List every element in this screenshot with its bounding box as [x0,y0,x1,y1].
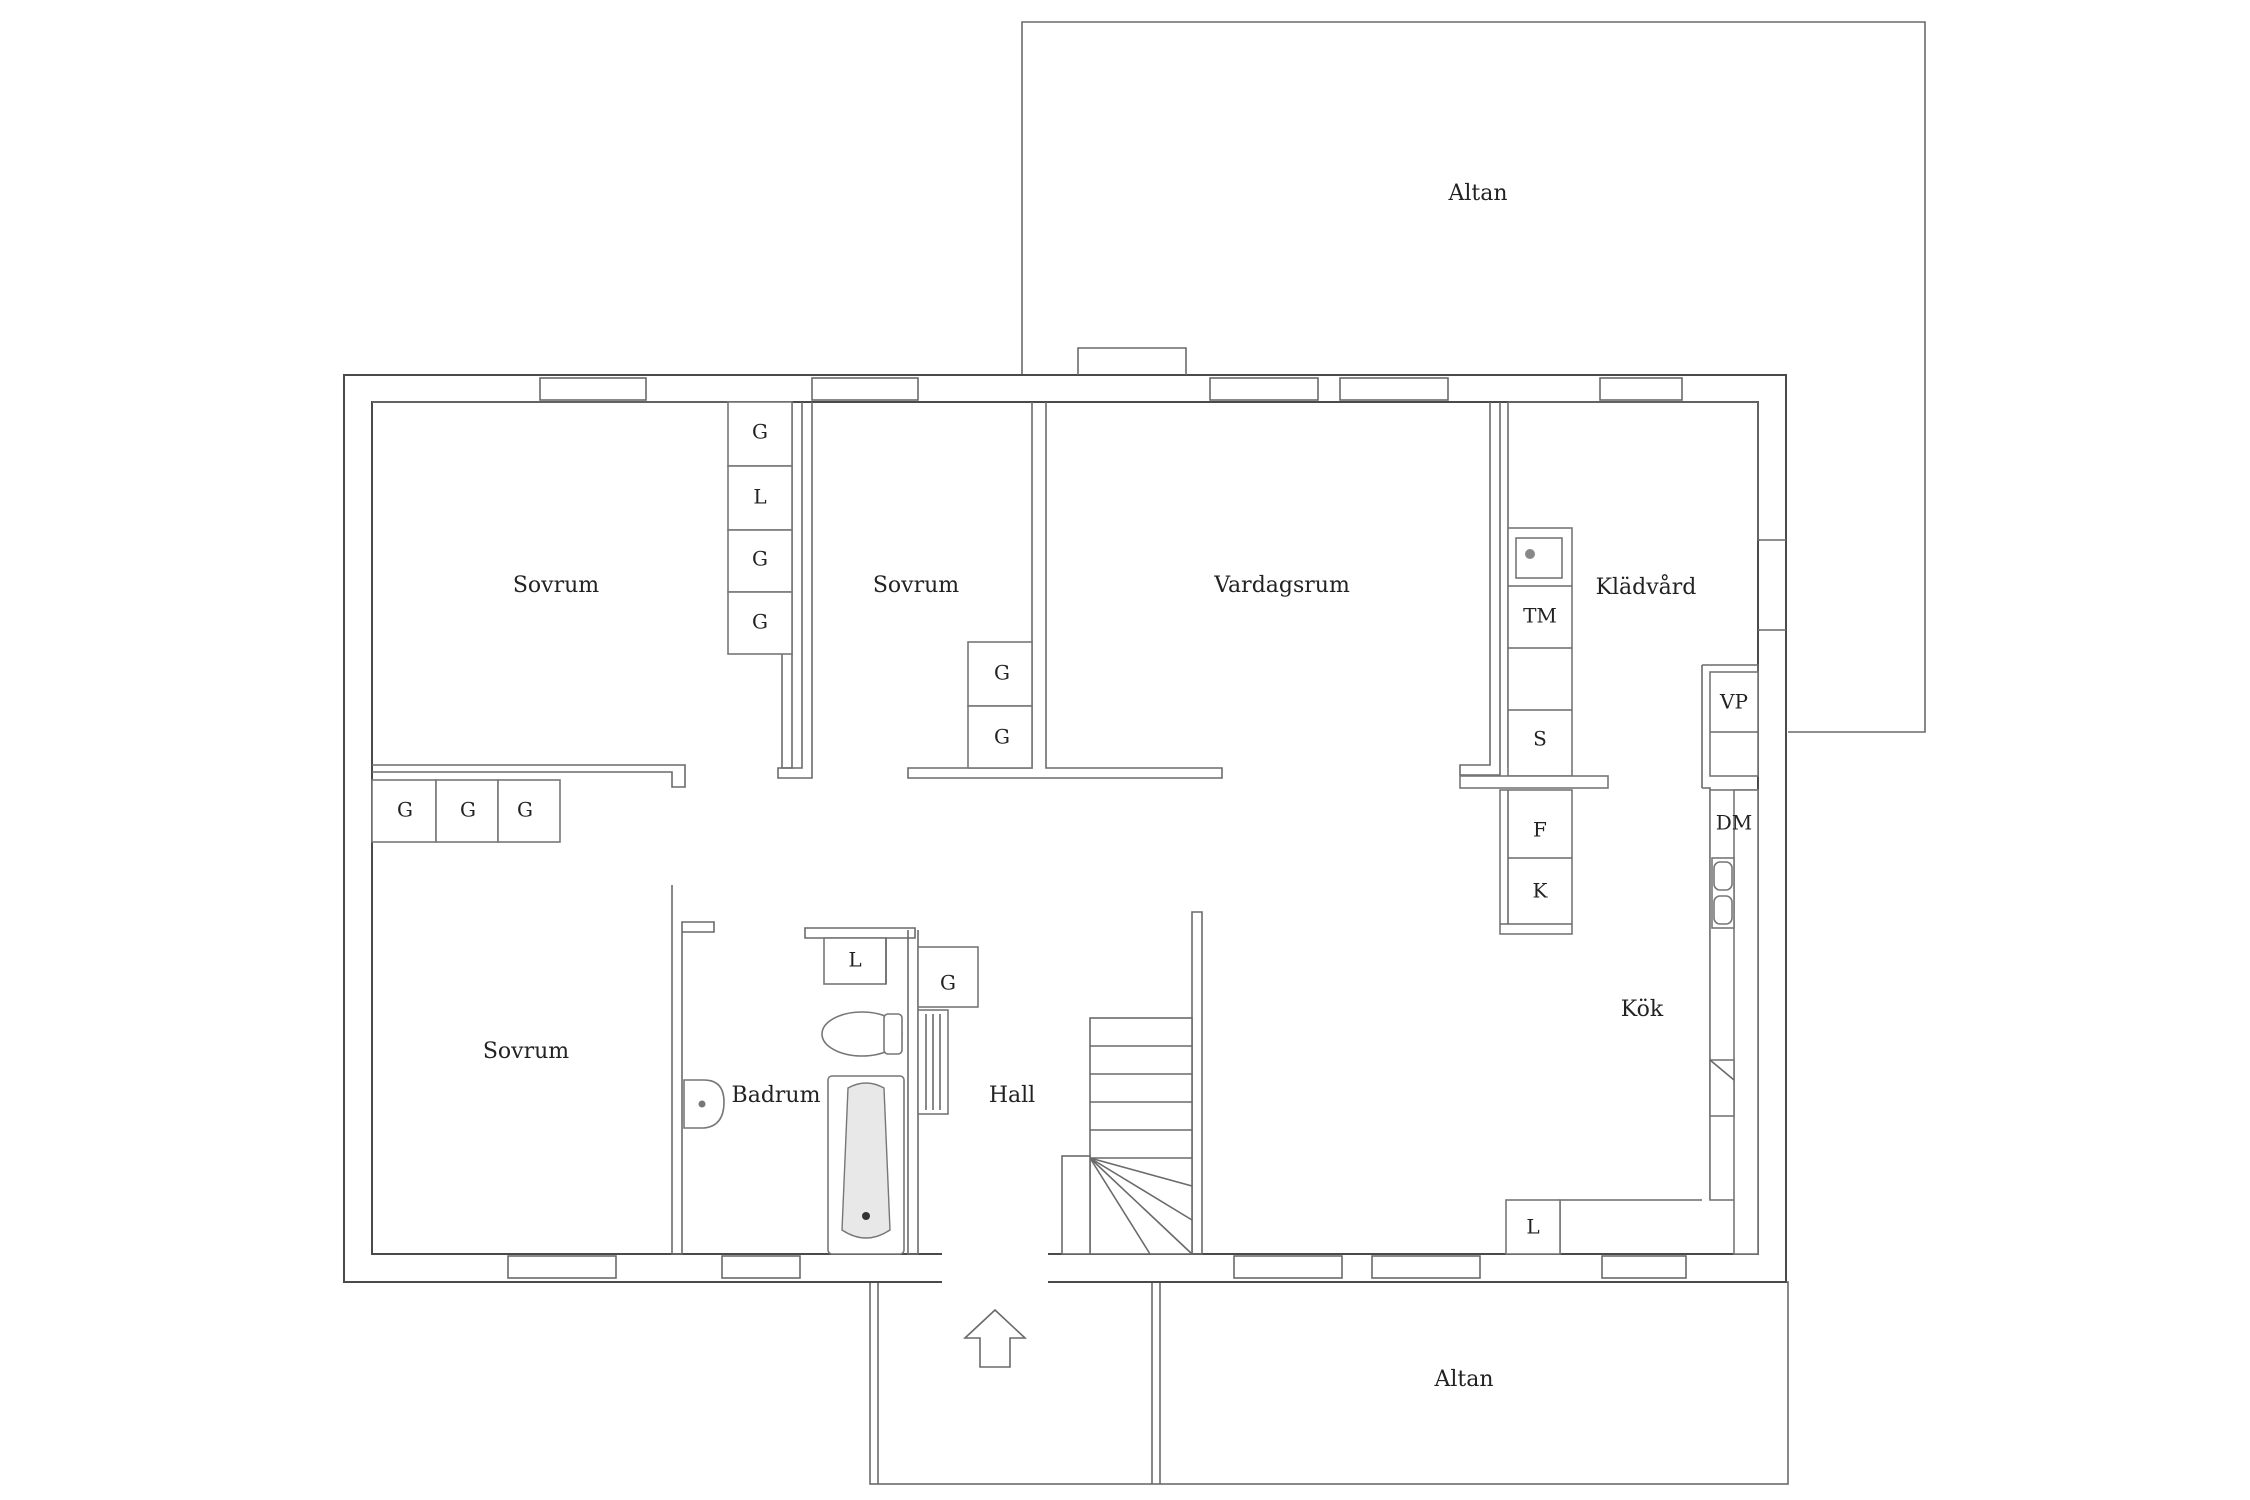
wardrobe [967,705,1033,769]
window [539,377,647,401]
terrace-top-outline [1021,21,1926,733]
terrace-bottom-outline [869,1281,1789,1485]
cabinet-label: G [994,661,1010,685]
bathtub-basin [841,1082,891,1239]
window [507,1255,617,1279]
wardrobe [371,779,437,843]
window [1339,377,1449,401]
entrance-arrow-icon [962,1308,1028,1368]
window [1599,377,1683,401]
window [721,1255,801,1279]
bathtub-drain [862,1212,870,1220]
vp-cabinet [1709,671,1759,777]
window [1209,377,1319,401]
room-label-kok: Kök [1621,997,1664,1022]
chimney [1077,347,1187,375]
cabinet-label: G [940,971,956,995]
fridge-freezer [1499,789,1573,935]
wardrobe [727,591,793,655]
window [1601,1255,1687,1279]
kitchen-stove [1709,1059,1735,1117]
room-label-altan-bottom: Altan [1433,1367,1493,1392]
cabinet-label: L [753,485,766,509]
cabinet-label: G [397,798,413,822]
laundry-counter-ledge [1459,775,1609,789]
room-label-vardagsrum: Vardagsrum [1213,573,1350,598]
room-label-sovrum-2: Sovrum [873,573,959,598]
cabinet-label: DM [1716,811,1753,835]
interior-walls [372,401,1786,1255]
washbasin-drain [698,1100,706,1108]
laundry-sink-drain [1525,549,1535,559]
kitchen-l-cabinet [1505,1199,1561,1255]
room-label-badrum: Badrum [732,1083,821,1108]
kitchen-counter-edge [1733,789,1759,1255]
toilet-tank [883,1013,903,1055]
cabinet-label: G [752,610,768,634]
wardrobe [727,529,793,593]
stove-line [1709,1059,1735,1081]
window [1233,1255,1343,1279]
staircase [1061,1017,1193,1255]
room-label-sovrum-1: Sovrum [513,573,599,598]
wardrobe [917,946,979,1008]
window [1371,1255,1481,1279]
cabinet-label: TM [1523,604,1557,628]
cabinet-label: VP [1719,690,1748,714]
cabinet-label: G [994,725,1010,749]
entrance-door-opening [942,1252,1048,1284]
cabinet-label: G [460,798,476,822]
room-label-kladvard: Klädvård [1596,573,1697,600]
window [811,377,919,401]
cabinet-label: G [517,798,533,822]
room-label-altan-top: Altan [1447,181,1507,206]
cabinet-label: G [752,547,768,571]
wardrobe [727,401,793,467]
cabinet-label: F [1533,818,1547,842]
laundry-sink [1515,537,1563,579]
wardrobe [967,641,1033,707]
kitchen-sink-basin [1713,861,1733,891]
room-label-hall: Hall [989,1083,1035,1108]
cabinet-label: L [1526,1215,1539,1239]
cabinet-label: K [1533,879,1549,903]
cabinet-label: L [848,948,861,972]
wardrobe [435,779,499,843]
cabinet-label: S [1533,727,1547,751]
kitchen-sink-basin [1713,895,1733,925]
room-label-sovrum-3: Sovrum [483,1039,569,1064]
cabinet-label: G [752,420,768,444]
wardrobe [497,779,561,843]
